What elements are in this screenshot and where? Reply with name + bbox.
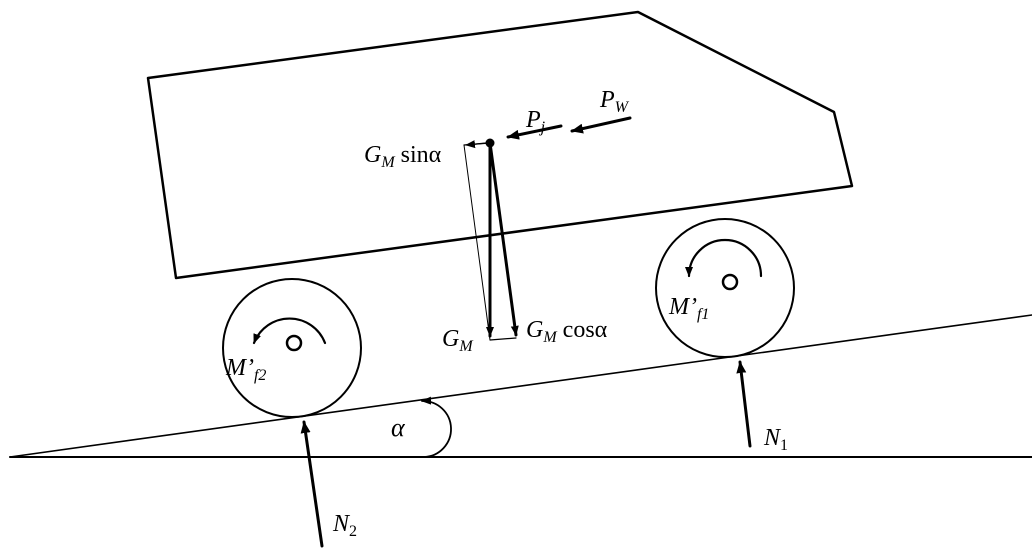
center-of-gravity-point (485, 138, 495, 148)
label-n1: N1 (763, 425, 788, 454)
weight-cos-component-arrow (488, 141, 519, 337)
inertia-force-pj-arrow (506, 124, 563, 140)
label-mf1: M’f1 (668, 294, 709, 323)
label-n2: N2 (332, 511, 357, 540)
label-mf2: M’f2 (225, 355, 266, 384)
drag-force-pw-arrow (570, 116, 632, 134)
front-wheel-hub (721, 273, 739, 291)
vehicle-body (146, 10, 854, 280)
front-wheel-moment-arc (685, 238, 763, 278)
weight-parallelogram-left (463, 144, 491, 341)
front-wheel (655, 218, 795, 358)
rear-wheel-moment-arc (252, 317, 327, 345)
label-pw: PW (599, 87, 630, 116)
angle-alpha-arc (421, 396, 452, 458)
label-gm: GM (442, 326, 474, 355)
gm-sin-arrow (465, 140, 487, 149)
inclined-slope-line (9, 314, 1032, 458)
normal-force-n1-arrow (736, 360, 752, 448)
label-alpha: α (391, 413, 406, 442)
weight-parallelogram-bottom (489, 337, 517, 341)
rear-wheel (222, 278, 362, 418)
label-pj: Pj (525, 107, 546, 136)
rear-wheel-hub (285, 334, 303, 352)
normal-force-n2-arrow (300, 420, 324, 548)
